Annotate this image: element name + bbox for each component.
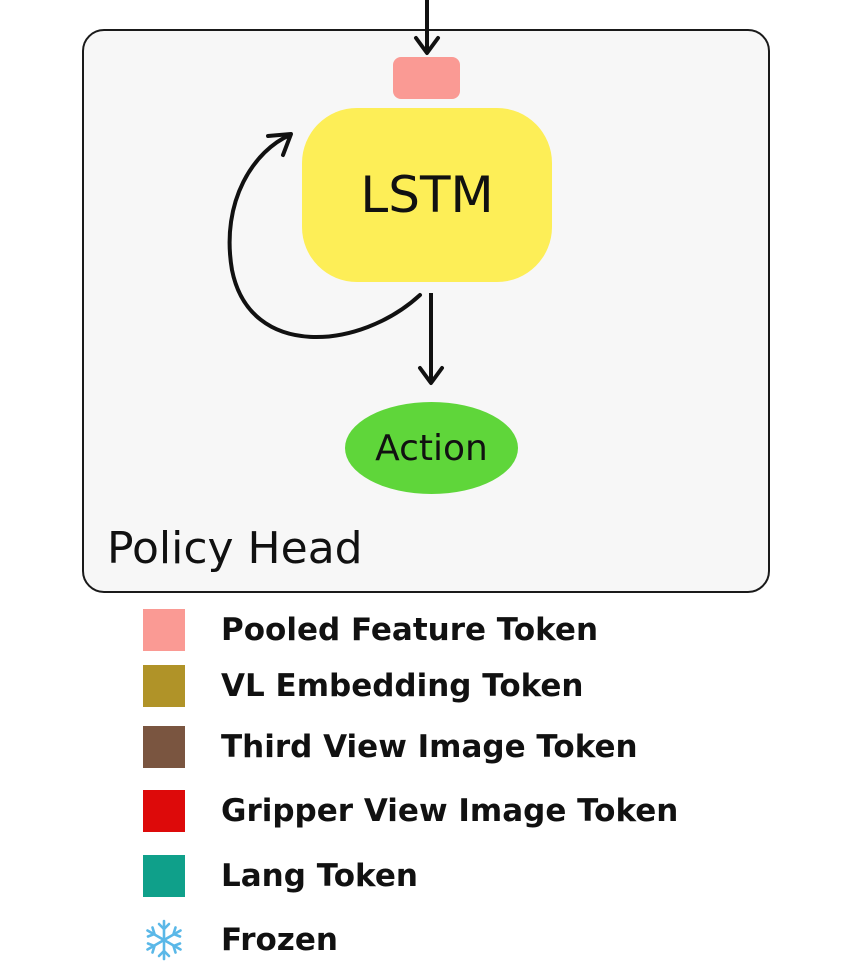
pooled-feature-swatch <box>143 609 185 651</box>
output-arrow <box>418 293 444 385</box>
legend-item-pooled-feature-token: Pooled Feature Token <box>143 609 598 651</box>
input-arrow <box>414 0 440 55</box>
policy-head-title: Policy Head <box>107 523 363 574</box>
lang-token-swatch <box>143 855 185 897</box>
legend-label: Lang Token <box>221 858 418 894</box>
action-node: Action <box>345 402 518 494</box>
lstm-node: LSTM <box>302 108 552 282</box>
legend-label: Pooled Feature Token <box>221 612 599 648</box>
legend-item-vl-embedding-token: VL Embedding Token <box>143 665 584 707</box>
vl-embedding-swatch <box>143 665 185 707</box>
legend-item-lang-token: Lang Token <box>143 855 418 897</box>
legend-item-gripper-view-image-token: Gripper View Image Token <box>143 790 678 832</box>
legend-item-third-view-image-token: Third View Image Token <box>143 726 638 768</box>
action-label: Action <box>375 427 488 469</box>
third-view-swatch <box>143 726 185 768</box>
legend-label: Gripper View Image Token <box>221 793 679 829</box>
recurrent-loop-arrow <box>227 132 422 340</box>
legend-label: Frozen <box>221 922 338 958</box>
pooled-feature-token <box>393 57 460 99</box>
legend-label: VL Embedding Token <box>221 668 584 704</box>
legend-label: Third View Image Token <box>221 729 638 765</box>
flow-arrows <box>227 0 444 385</box>
snowflake-icon <box>146 919 182 961</box>
legend-item-frozen: Frozen <box>143 919 338 961</box>
lstm-label: LSTM <box>360 166 494 224</box>
gripper-view-swatch <box>143 790 185 832</box>
